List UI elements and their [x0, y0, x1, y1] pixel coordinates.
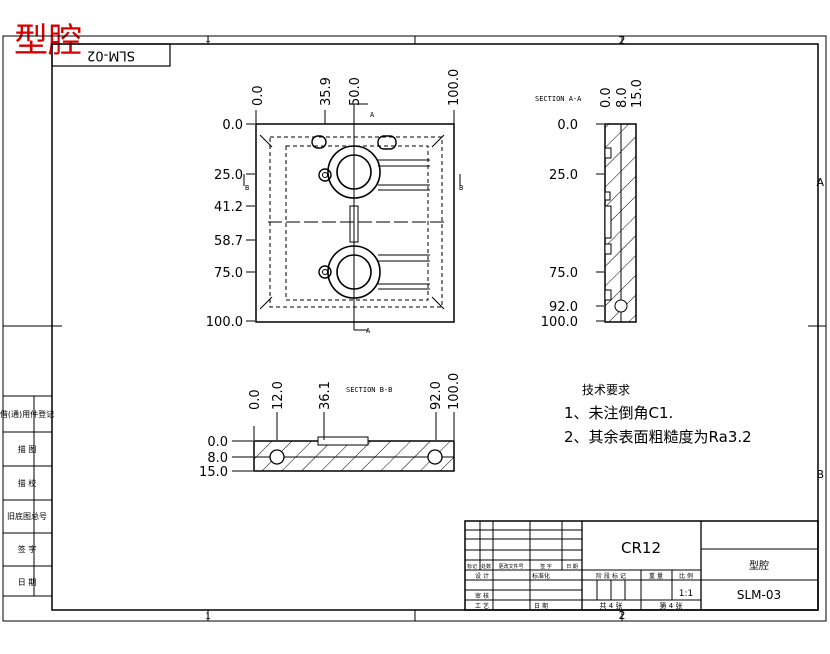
drawing-number: SLM-03: [737, 588, 781, 602]
material: CR12: [621, 539, 661, 557]
left-cell-label: 旧底图总号: [7, 511, 47, 521]
dim-x: 0.0: [248, 389, 263, 410]
section-mark-b-left: B: [245, 184, 249, 192]
dim-y: 0.0: [557, 118, 578, 133]
dim-y: 92.0: [549, 300, 578, 315]
left-cell-label: 签 字: [18, 544, 37, 554]
zone-row-b: B: [816, 468, 824, 481]
date-label: 日 期: [534, 602, 548, 610]
row-label: 签 字: [540, 563, 552, 570]
dim-y: 100.0: [541, 315, 578, 330]
section-mark-a-top: A: [370, 111, 375, 119]
section-aa-title: SECTION A-A: [535, 95, 582, 103]
sheet-number: 第 4 张: [660, 601, 683, 610]
corner-title: 型腔: [14, 21, 82, 61]
dim-x: 100.0: [447, 373, 462, 410]
scale: 1:1: [679, 589, 693, 599]
section-mark-a-bottom: A: [366, 327, 371, 335]
dim-x: 100.0: [447, 69, 462, 106]
section-mark-b-right: B: [459, 184, 463, 192]
stage-label: 阶 段 标 记: [596, 572, 626, 580]
design-label: 设 计: [475, 572, 489, 580]
left-column: 借(通)用件登记 描 图 描 校 旧底图总号 签 字 日 期: [0, 395, 54, 597]
plate-outline: [255, 123, 455, 323]
dim-y: 75.0: [549, 266, 578, 281]
left-cell-label: 描 图: [18, 444, 37, 454]
section-bb-title: SECTION B-B: [346, 386, 392, 394]
standard-label: 标准化: [532, 572, 550, 580]
dim-y: 25.0: [549, 168, 578, 183]
section-aa: SECTION A-A 0.0 8.0 15.0 0.0 25.0 75.0 9…: [535, 79, 645, 330]
dim-x: 0.0: [251, 85, 266, 106]
row-label: 标记: [467, 563, 477, 570]
sheets-total: 共 4 张: [600, 601, 623, 610]
zone-col-1: 1: [205, 35, 211, 45]
left-cell-label: 日 期: [18, 578, 37, 587]
dim-y: 100.0: [206, 315, 243, 330]
dim-x: 8.0: [615, 87, 630, 108]
zone-col-2: 2: [619, 34, 626, 47]
dim-x: 0.0: [599, 87, 614, 108]
dim-x: 12.0: [271, 381, 286, 410]
dim-x: 36.1: [318, 381, 333, 410]
dim-x: 92.0: [429, 381, 444, 410]
cavity-lower-inner: [336, 254, 372, 290]
dim-y: 8.0: [207, 451, 228, 466]
weight-label: 重 量: [649, 572, 663, 580]
left-cell-label: 借(通)用件登记: [0, 409, 54, 419]
cavity-upper-outer: [327, 145, 381, 199]
tech-requirements: 技术要求 1、未注倒角C1. 2、其余表面粗糙度为Ra3.2: [564, 383, 752, 446]
tech-item: 2、其余表面粗糙度为Ra3.2: [564, 428, 752, 446]
dim-x: 15.0: [630, 79, 645, 108]
stamp-code: SLM-02: [87, 48, 135, 63]
dim-y: 41.2: [214, 200, 243, 215]
section-bb: SECTION B-B 0.0 12.0 36.1 92.0 100.0 0.0…: [199, 373, 462, 480]
dim-y: 15.0: [199, 465, 228, 480]
cavity-upper-inner: [336, 154, 372, 190]
inner-frame: [51, 43, 819, 611]
tech-title: 技术要求: [582, 383, 630, 397]
dim-y: 58.7: [214, 234, 243, 249]
stamp-box: [51, 43, 171, 67]
dim-x: 35.9: [319, 77, 334, 106]
dim-y: 25.0: [214, 168, 243, 183]
dim-y: 0.0: [207, 435, 228, 450]
part-name: 型腔: [749, 559, 769, 572]
dim-y: 0.0: [222, 118, 243, 133]
process-label: 工 艺: [475, 602, 489, 610]
title-block: CR12 型腔 SLM-03 1:1 共 4 张 第 4 张 标记 处数 更改文…: [464, 520, 819, 611]
zone-row-a: A: [816, 176, 824, 189]
left-cell-label: 描 校: [18, 478, 37, 488]
row-label: 更改文件号: [498, 563, 523, 570]
dim-y: 75.0: [214, 266, 243, 281]
zone-col-1-bottom: 1: [205, 612, 211, 622]
scale-label: 比 例: [679, 572, 693, 580]
dim-x: 50.0: [348, 77, 363, 106]
review-label: 审 核: [475, 592, 489, 600]
front-view: A A B B 0.0 35.9 50.0 100.0 0.0 25.0 41.…: [206, 69, 463, 335]
row-label: 处数: [481, 563, 491, 570]
row-label: 日 期: [566, 564, 578, 570]
zone-col-2-bottom: 2: [619, 609, 626, 622]
tech-item: 1、未注倒角C1.: [564, 404, 673, 422]
